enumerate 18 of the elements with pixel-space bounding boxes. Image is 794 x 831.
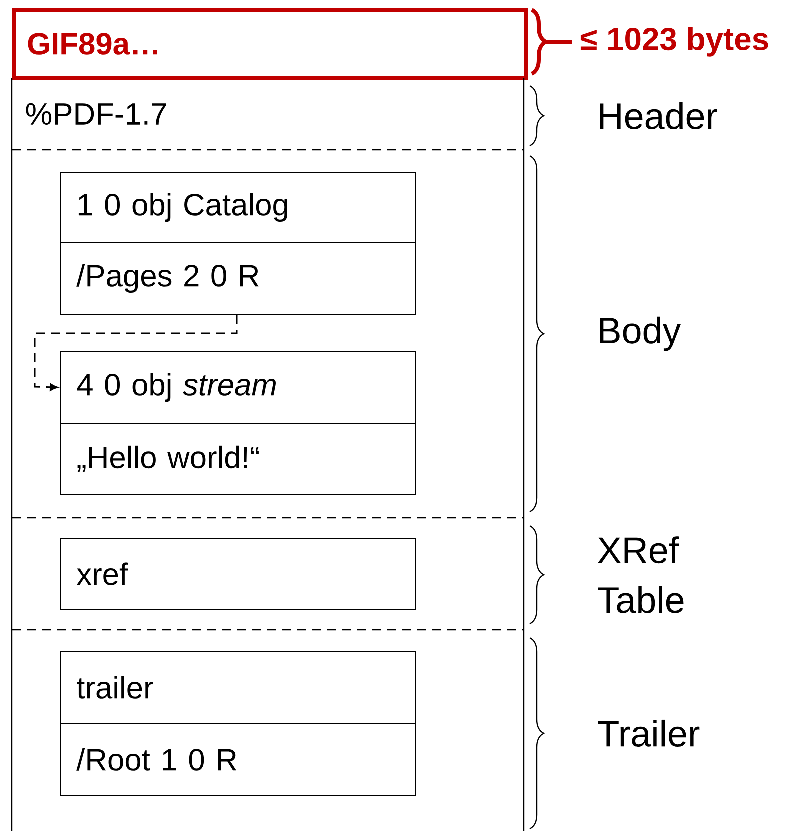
size-label: ≤ 1023 bytes xyxy=(580,27,768,57)
file-section: %PDF-1.7 xyxy=(11,78,525,150)
file-section xyxy=(11,517,525,630)
arrow xyxy=(34,315,238,392)
object-box: /Root 1 0 R xyxy=(60,723,416,796)
section-label: Header xyxy=(600,102,718,130)
file-section xyxy=(11,149,525,518)
object-box: 1 0 obj Catalog xyxy=(60,172,416,244)
section-label: Body xyxy=(600,316,682,352)
object-box: /Pages 2 0 R xyxy=(60,242,416,316)
section-label: XRef Table xyxy=(598,536,684,614)
object-box: xref xyxy=(60,538,416,610)
object-box: 4 0 obj stream xyxy=(60,351,416,424)
object-box: „Hello world!“ xyxy=(60,423,416,496)
file-section xyxy=(11,629,525,831)
object-box: trailer xyxy=(60,651,416,724)
section-label: Trailer xyxy=(598,720,700,748)
header-box: GIF89a… xyxy=(12,8,528,80)
